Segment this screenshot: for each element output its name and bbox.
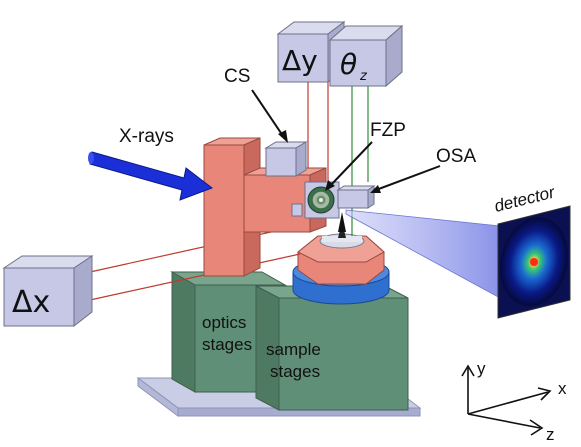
sample-stages-block: sample stages [255,285,409,411]
dy-label: Δy [282,44,318,77]
optics-stages-label-line1: optics [202,313,246,332]
theta-z-motor: θ z [328,24,404,88]
fzp-zone-plate [304,181,340,219]
optics-tower [203,137,327,277]
axis-y-label: y [477,359,486,378]
detector-label: detector [492,182,557,216]
sample-positioner [297,212,385,285]
sample-stages-label-line1: sample [266,340,321,359]
theta-subscript: z [359,69,368,84]
osa-label: OSA [436,146,476,167]
cs-block [264,141,308,177]
coordinate-axes: y x z [461,359,567,444]
dx-label: Δx [12,285,50,320]
sample-tip [338,212,346,232]
dx-motor: Δx [2,255,94,328]
detector [497,205,571,319]
theta-label: θ [340,48,357,81]
cs-label: CS [224,66,250,87]
xrays-label: X-rays [119,126,174,147]
optics-stages-label-line2: stages [202,335,252,354]
xray-beam-arrow [88,151,214,201]
fzp-label: FZP [370,120,406,141]
sample-stages-label-line2: stages [270,362,320,381]
axis-z-label: z [546,425,555,444]
callouts: CS X-rays FZP OSA [119,66,476,193]
osa-holder [336,185,376,209]
axis-x-label: x [558,379,567,398]
